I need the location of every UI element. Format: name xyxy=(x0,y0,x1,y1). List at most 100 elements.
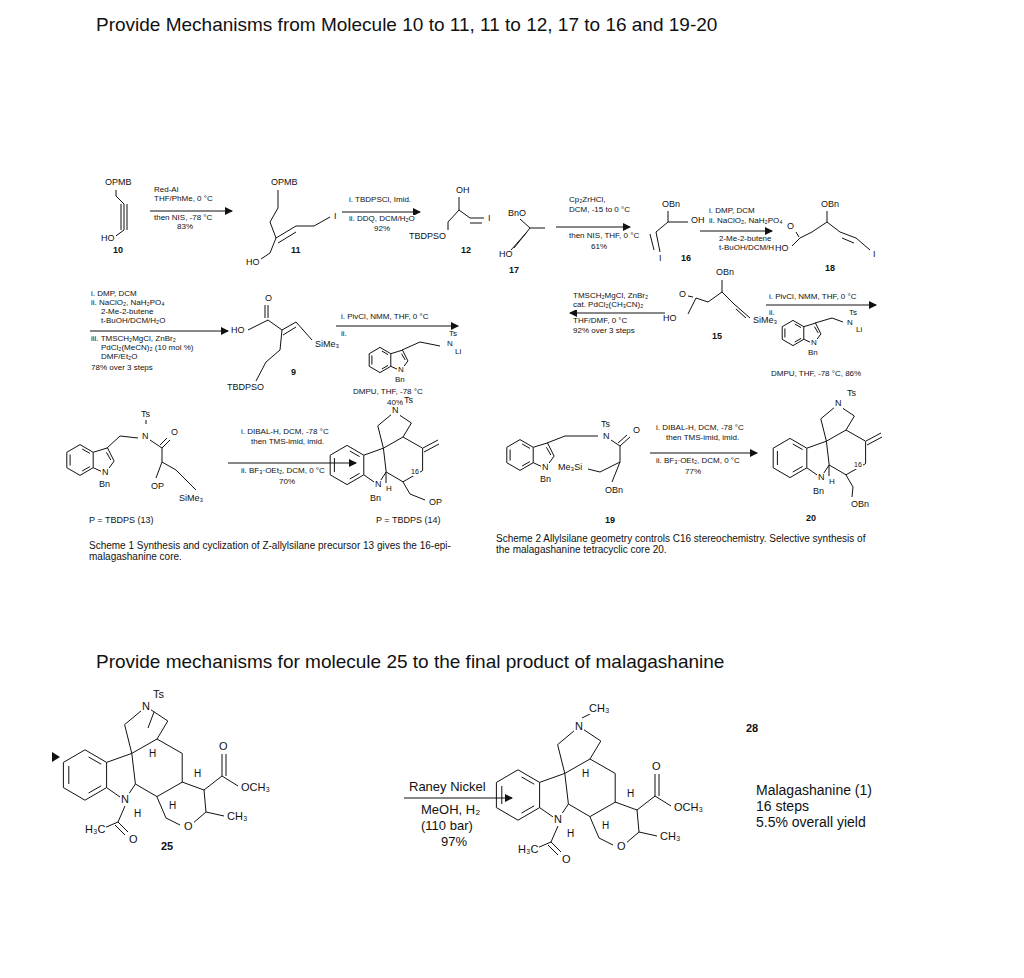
chem-label: HO xyxy=(100,234,116,244)
compound-number: 18 xyxy=(824,264,836,274)
chem-label: I xyxy=(658,254,663,264)
compound-number: 20 xyxy=(805,514,817,524)
chem-label: Red-Al xyxy=(153,186,179,195)
chem-label: BnO xyxy=(507,209,527,219)
compound-number: 28 xyxy=(745,722,759,734)
chem-label: i. DIBAL-H, DCM, -78 °C xyxy=(240,428,330,437)
chem-label: O xyxy=(632,426,641,436)
chem-label: i. DMP, DCM xyxy=(90,290,138,299)
chem-label: OBn xyxy=(820,200,840,210)
chem-label: Me₃Si xyxy=(557,463,583,473)
chem-label: i. PivCl, NMM, THF, 0 °C xyxy=(340,313,430,322)
chem-label: N xyxy=(574,720,584,732)
chem-label: P = TBDPS (13) xyxy=(88,516,154,526)
chem-label: ii. xyxy=(768,309,776,318)
chem-label: O xyxy=(128,833,139,845)
chem-label: O xyxy=(786,222,795,232)
compound-number: 25 xyxy=(160,840,174,852)
chem-label: 61% xyxy=(590,243,608,252)
chem-label: ii. xyxy=(340,330,348,339)
chem-label: then NIS, THF, 0 °C xyxy=(568,232,640,241)
chem-label: OBn xyxy=(604,486,624,496)
chem-label: 78% over 3 steps xyxy=(90,364,154,373)
scheme-caption: Scheme 2 Allylsilane geometry controls C… xyxy=(495,533,882,555)
chem-label: ii. NaClO₂, NaH₂PO₄ xyxy=(708,217,784,226)
chem-label: MeOH, H₂ xyxy=(420,803,481,817)
chem-label: i. DIBAL-H, DCM, -78 °C xyxy=(655,424,745,433)
chem-label: 70% xyxy=(278,478,296,487)
chem-label: N xyxy=(810,339,818,348)
chem-label: SiMe₃ xyxy=(314,340,340,350)
chem-label: Ts xyxy=(403,396,414,406)
chem-label: O xyxy=(218,740,229,752)
chem-label: N xyxy=(391,406,400,416)
chem-label: N xyxy=(120,793,130,805)
chem-label: N xyxy=(446,340,454,349)
chem-label: O xyxy=(183,820,194,832)
compound-number: 9 xyxy=(290,368,297,378)
compound-number: 12 xyxy=(460,246,472,256)
chem-label: Ts xyxy=(600,420,611,430)
chem-label: 16 steps xyxy=(755,799,810,814)
chem-label: DMF/Et₂O xyxy=(100,353,138,362)
chem-label: Bn xyxy=(807,349,819,358)
chem-label: O xyxy=(616,840,627,852)
chem-label: Ts xyxy=(848,309,858,318)
chem-label: i. TBDPSCl, Imid. xyxy=(348,196,412,205)
chem-label: Ts xyxy=(152,688,165,700)
chem-label: 92% over 3 steps xyxy=(572,327,636,336)
compound-number: 19 xyxy=(604,516,616,526)
chem-label: PdCl₂(MeCN)₂ (10 mol %) xyxy=(100,344,194,353)
chem-label: N xyxy=(817,473,826,483)
chem-label: 97% xyxy=(440,835,468,849)
chem-label: O xyxy=(561,853,572,865)
chem-label: then NIS, -78 °C xyxy=(153,214,213,223)
chem-label: H xyxy=(566,828,575,839)
chem-label: HO xyxy=(230,326,246,336)
chem-label: i. DMP, DCM xyxy=(708,207,756,216)
chem-label: ii. BF₃·OEt₂, DCM, 0 °C xyxy=(240,467,326,476)
chem-label: OP xyxy=(150,482,165,492)
chem-label: N xyxy=(541,463,550,473)
chem-label: OBn xyxy=(715,268,735,278)
chem-label: TBDPSO xyxy=(408,232,447,242)
chem-label: 2-Me-2-butene xyxy=(718,235,772,244)
chem-label: 16 xyxy=(853,461,863,469)
chem-label: OBn xyxy=(850,500,870,510)
chem-label: N xyxy=(397,366,405,375)
chem-label: iii. TMSCH₂MgCl, ZnBr₂ xyxy=(90,335,177,344)
chem-label: OPMB xyxy=(104,178,133,188)
compound-number: 10 xyxy=(112,246,124,256)
chem-label: Bn xyxy=(369,494,382,504)
chem-label: Bn xyxy=(98,480,111,490)
chem-label: H xyxy=(626,788,635,799)
chem-label: N xyxy=(602,432,611,442)
chem-label: 92% xyxy=(373,225,391,234)
chem-label: H₃C xyxy=(84,823,106,835)
chem-label: then TMS-imid, imid. xyxy=(250,438,325,447)
chem-label: Ts xyxy=(140,410,151,420)
chem-label: Malagashanine (1) xyxy=(755,783,873,798)
chem-label: I xyxy=(487,214,492,224)
chem-label: H xyxy=(148,748,157,759)
chem-label: 16 xyxy=(410,468,420,476)
chem-label: 5.5% overall yield xyxy=(755,815,867,830)
chem-label: HO xyxy=(774,244,790,254)
chem-label: DMPU, THF, -78 °C, 86% xyxy=(770,370,862,379)
chem-label: then TMS-imid, imid. xyxy=(665,434,740,443)
chem-label: H xyxy=(828,478,836,487)
chem-label: N xyxy=(141,700,151,712)
chem-label: H₃C xyxy=(517,843,539,855)
chem-label: (110 bar) xyxy=(420,819,474,833)
chem-label: ii. NaClO₂, NaH₂PO₄ xyxy=(90,299,166,308)
chem-label: O xyxy=(651,760,662,772)
chem-label: OPMB xyxy=(270,178,299,188)
scheme-caption: Scheme 1 Synthesis and cyclization of Z-… xyxy=(88,540,490,562)
chem-label: TMSCH₂MgCl, ZnBr₂ xyxy=(572,292,649,301)
compound-number: 17 xyxy=(508,266,520,276)
chem-label: N xyxy=(101,468,110,478)
chem-label: N xyxy=(553,813,563,825)
chem-label: HO xyxy=(662,314,678,324)
chem-label: Ts xyxy=(448,330,458,339)
